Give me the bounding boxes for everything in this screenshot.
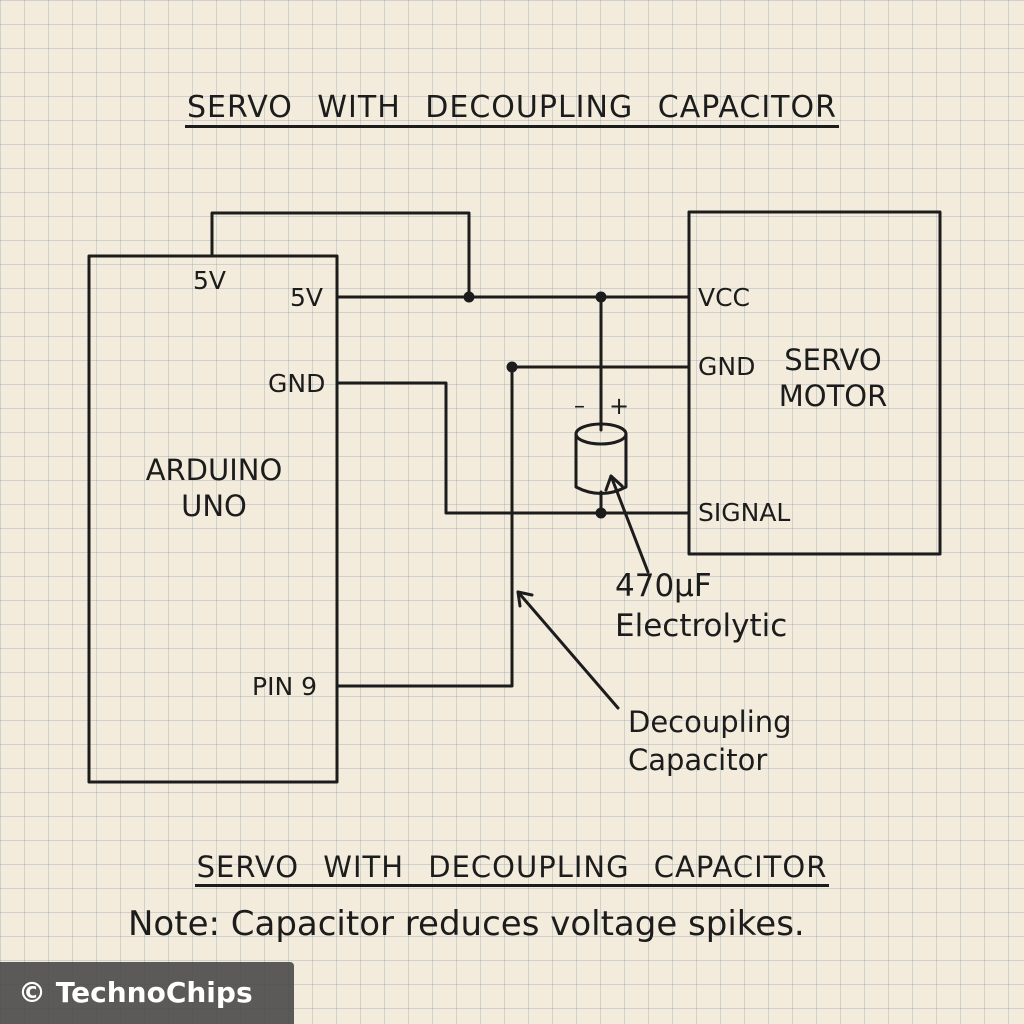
arduino-pin-gnd-label: GND bbox=[268, 369, 326, 398]
capacitor-minus-label: – bbox=[574, 394, 585, 419]
arduino-pin-9-label: PIN 9 bbox=[252, 672, 318, 701]
junction-dot bbox=[463, 291, 475, 303]
arrow-decoupling bbox=[516, 590, 620, 710]
servo-pin-gnd-label: GND bbox=[698, 352, 756, 381]
servo-pin-vcc-label: VCC bbox=[698, 283, 751, 312]
capacitor-plus-label: + bbox=[609, 392, 630, 420]
servo-motor-name: SERVO MOTOR bbox=[778, 343, 888, 414]
servo-pin-signal-label: SIGNAL bbox=[698, 498, 791, 527]
arduino-board-name: ARDUINO UNO bbox=[145, 453, 283, 524]
diagram-title: SERVO WITH DECOUPLING CAPACITOR bbox=[0, 90, 1024, 128]
arrow-electrolytic bbox=[609, 474, 650, 574]
arduino-pin-5v-label: 5V bbox=[290, 283, 324, 312]
wire-5v-loop bbox=[210, 211, 471, 299]
footer-title: SERVO WITH DECOUPLING CAPACITOR bbox=[0, 850, 1024, 887]
junction-dot bbox=[506, 361, 518, 373]
junction-dot bbox=[595, 291, 607, 303]
capacitor-value-label: 470µF Electrolytic bbox=[615, 568, 788, 645]
note-text: Note: Capacitor reduces voltage spikes. bbox=[128, 904, 805, 944]
decoupling-annotation: Decoupling Capacitor bbox=[628, 705, 792, 777]
capacitor-top bbox=[574, 422, 628, 446]
junction-dot bbox=[595, 507, 607, 519]
arduino-top-5v-label: 5V bbox=[193, 266, 227, 295]
wire-gnd bbox=[335, 381, 691, 515]
arrow-electrolytic-head bbox=[604, 474, 624, 492]
watermark-badge: © TechnoChips bbox=[0, 962, 294, 1024]
arrow-decoupling-head bbox=[516, 590, 534, 608]
servo-motor-outline bbox=[687, 210, 942, 556]
capacitor-body bbox=[574, 432, 628, 495]
